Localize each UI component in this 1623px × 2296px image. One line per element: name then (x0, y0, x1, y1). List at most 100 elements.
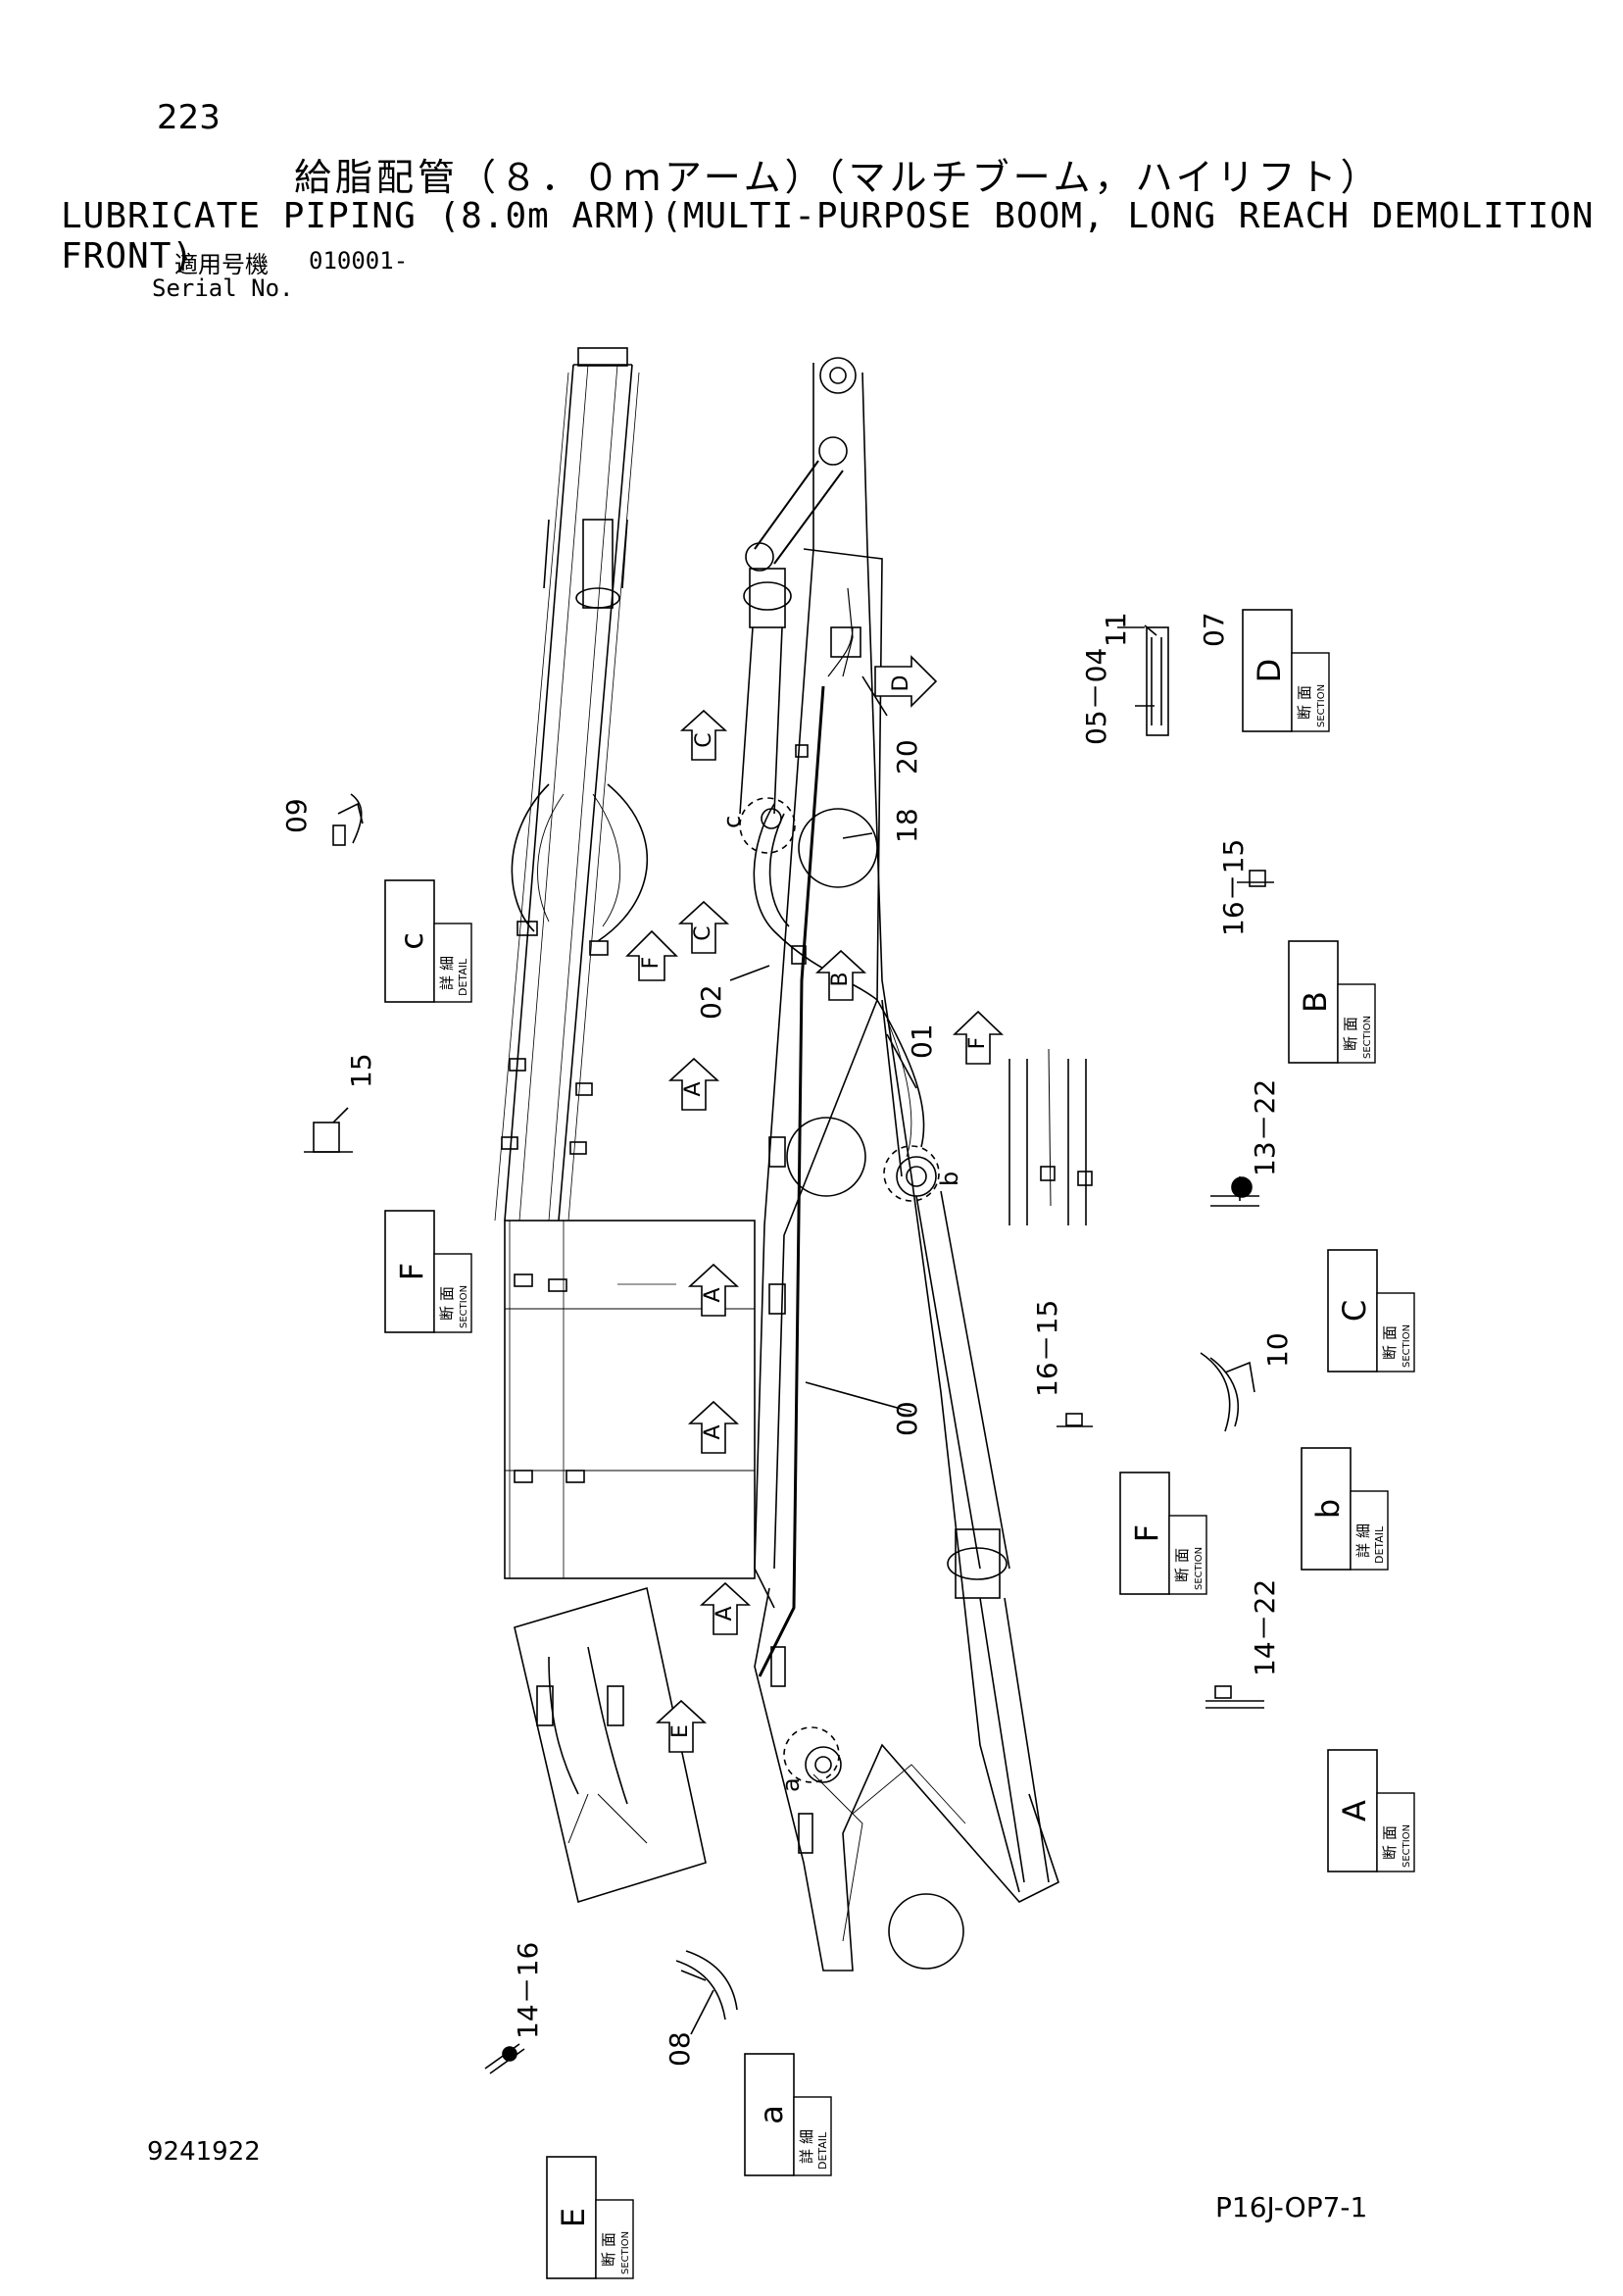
section-box-d: D 断 面 SECTION (1242, 609, 1330, 732)
view-arrow-a4: A (699, 1581, 752, 1635)
serial-label-english: Serial No. (152, 275, 294, 302)
section-jp-1: 断 (438, 1306, 456, 1321)
marker-b: b (936, 1172, 963, 1186)
section-box-f-mid: F 断 面 SECTION (1119, 1472, 1207, 1595)
title-japanese: 給脂配管（８．０ｍアーム）（マルチブーム，ハイリフト） (294, 156, 1382, 199)
callout-circle-a (783, 1726, 840, 1783)
view-arrow-c1-label: C (692, 732, 716, 747)
section-box-c-letter: C (1336, 1300, 1373, 1322)
detail-glyph-b-section (1237, 870, 1274, 887)
detail-glyph-c (332, 793, 364, 846)
view-arrow-f1: F (625, 929, 678, 981)
detail-glyph-a-section (1205, 1685, 1264, 1709)
part-14-22: 14－22 (1249, 1579, 1281, 1676)
section-en: SECTION (1194, 1547, 1205, 1590)
detail-jp-1: 詳 (798, 2149, 815, 2164)
view-arrow-e: E (655, 1699, 708, 1753)
detail-box-b: b 詳 細 DETAIL (1301, 1447, 1389, 1571)
part-09: 09 (280, 798, 313, 833)
view-arrow-f2: F (953, 1010, 1004, 1065)
view-arrow-e-label: E (668, 1724, 693, 1738)
leader-02 (729, 965, 770, 981)
section-en: SECTION (1402, 1824, 1412, 1868)
callout-circle-c (739, 797, 796, 854)
detail-box-a: a 詳 細 DETAIL (744, 2053, 832, 2176)
section-box-b: B 断 面 SECTION (1288, 940, 1376, 1064)
part-10: 10 (1261, 1332, 1294, 1368)
section-en: SECTION (620, 2231, 631, 2274)
section-jp-2: 面 (1342, 1017, 1359, 1031)
view-arrow-d-label: D (889, 675, 913, 692)
section-box-f-mid-letter: F (1128, 1524, 1165, 1542)
view-arrow-a2-label: A (701, 1287, 725, 1302)
section-box-f-left-letter: F (393, 1263, 430, 1280)
view-arrow-c2-label: C (691, 925, 715, 940)
callout-circle-b (883, 1145, 940, 1202)
view-arrow-f2-label: F (965, 1037, 990, 1050)
view-arrow-c2: C (677, 900, 730, 954)
part-07: 07 (1198, 612, 1230, 647)
section-box-e: E 断 面 SECTION (546, 2156, 634, 2279)
detail-jp-1: 詳 (1354, 1543, 1372, 1558)
part-01: 01 (906, 1023, 938, 1059)
detail-box-c-letter: c (393, 932, 430, 950)
reference-code: P16J-OP7-1 (1215, 2191, 1368, 2223)
part-05-04: 05－04 (1080, 648, 1112, 745)
detail-glyph-f-mid (1057, 1413, 1093, 1427)
section-box-e-letter: E (555, 2208, 592, 2227)
leader-00 (805, 1381, 912, 1413)
section-jp-2: 面 (600, 2232, 617, 2247)
detail-box-a-letter: a (753, 2105, 790, 2124)
detail-glyph-f-left (304, 1107, 353, 1153)
section-en: SECTION (1316, 684, 1327, 727)
view-arrow-a1-label: A (681, 1081, 706, 1096)
section-jp-2: 面 (1381, 1325, 1399, 1340)
arm-structure (494, 347, 756, 1904)
part-13-22: 13－22 (1249, 1079, 1281, 1176)
detail-jp-2: 細 (798, 2129, 815, 2144)
detail-en: DETAIL (457, 958, 469, 996)
section-box-f-left: F 断 面 SECTION (384, 1210, 472, 1333)
detail-en: DETAIL (1373, 1525, 1386, 1564)
view-arrow-a3-label: A (701, 1424, 725, 1439)
leader-18 (842, 832, 873, 839)
section-jp-1: 断 (1342, 1036, 1359, 1051)
section-jp-1: 断 (1381, 1845, 1399, 1860)
detail-jp-2: 細 (438, 956, 456, 971)
title-english: LUBRICATE PIPING (8.0m ARM)(MULTI-PURPOS… (61, 196, 1595, 276)
section-jp-2: 面 (1173, 1548, 1191, 1563)
detail-jp-2: 細 (1354, 1523, 1372, 1538)
part-00: 00 (891, 1401, 923, 1436)
view-arrow-a3: A (687, 1400, 740, 1454)
part-08: 08 (664, 2031, 696, 2067)
part-15-f: 15 (345, 1053, 377, 1088)
serial-value: 010001- (309, 247, 409, 275)
section-box-c: C 断 面 SECTION (1327, 1249, 1415, 1373)
view-arrow-a4-label: A (713, 1606, 737, 1621)
view-arrow-a2: A (687, 1263, 740, 1317)
document-number: 9241922 (147, 2137, 261, 2167)
section-box-b-letter: B (1297, 991, 1334, 1013)
part-16-15-f: 16－15 (1031, 1300, 1063, 1397)
part-16-15-b: 16－15 (1217, 839, 1250, 936)
section-en: SECTION (1402, 1324, 1412, 1368)
section-box-a-letter: A (1336, 1800, 1373, 1822)
marker-a: a (777, 1777, 805, 1792)
view-arrow-b: B (814, 949, 867, 1001)
section-jp-1: 断 (1296, 705, 1313, 720)
detail-jp-1: 詳 (438, 975, 456, 990)
section-en: SECTION (1362, 1016, 1373, 1059)
leader-08 (690, 1989, 714, 2035)
leader-01 (886, 1033, 917, 1089)
marker-c: c (718, 816, 746, 828)
serial-label-japanese: 適用号機 (174, 251, 269, 278)
detail-box-c: c 詳 細 DETAIL (384, 879, 472, 1003)
detail-glyph-d (1146, 626, 1169, 736)
view-arrow-b-label: B (828, 972, 853, 986)
detail-glyph-e-section (484, 2043, 525, 2074)
detail-glyph-a-detail (675, 1950, 738, 2021)
detail-glyph-c-section (1210, 1176, 1259, 1207)
section-jp-1: 断 (1173, 1568, 1191, 1582)
section-en: SECTION (459, 1285, 469, 1328)
